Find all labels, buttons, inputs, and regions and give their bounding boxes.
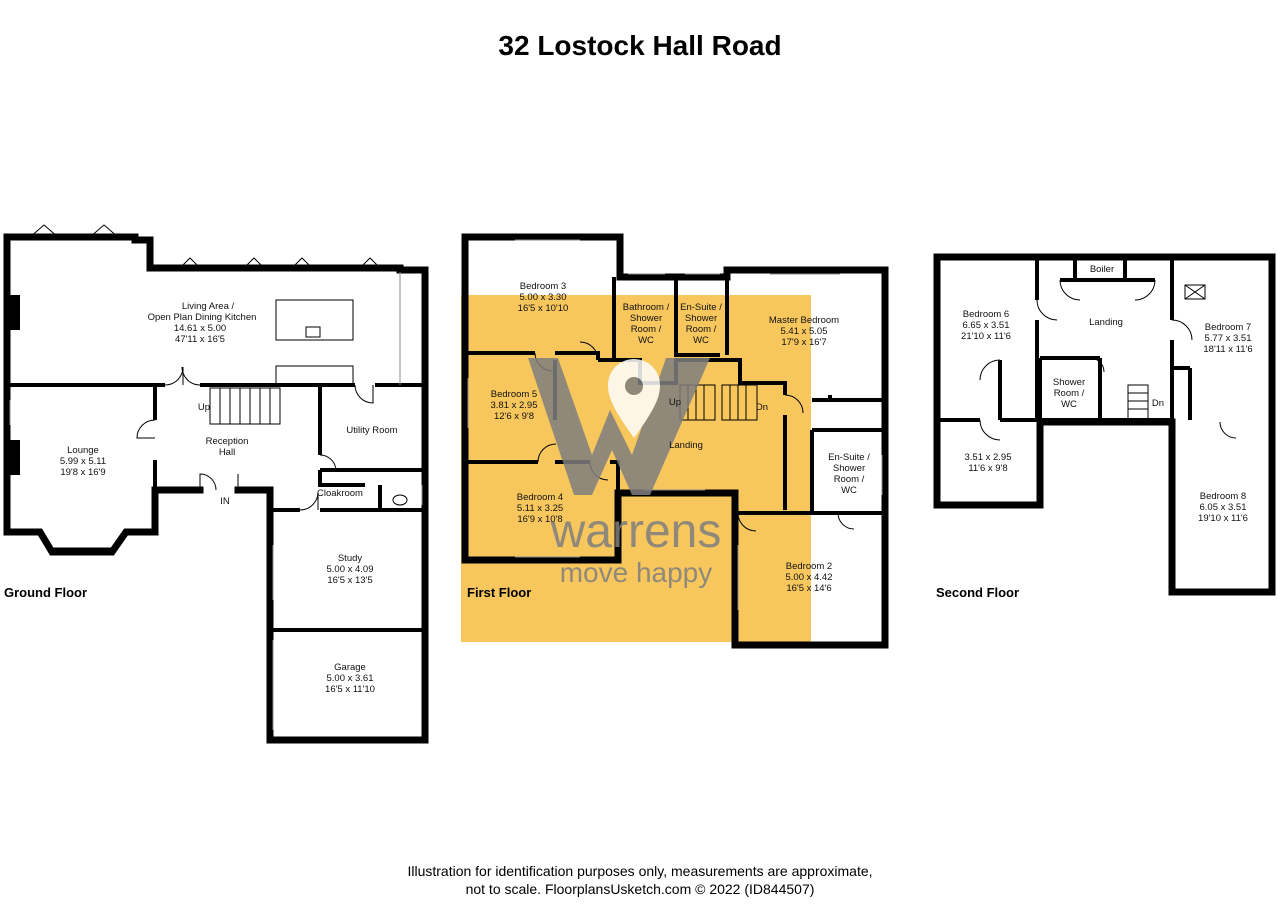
stairs-down-first: Dn — [756, 402, 768, 413]
ground-floor-plan — [3, 224, 429, 744]
room-master-name: Master Bedroom — [769, 315, 839, 326]
room-garage-name: Garage — [334, 662, 366, 673]
logo-w-shape — [528, 358, 742, 495]
room-ensuite2-l2: Shower — [833, 463, 865, 474]
stairs-up-ground: Up — [198, 402, 210, 413]
room-bed6-name: Bedroom 6 — [963, 309, 1009, 320]
room-bed5-name: Bedroom 5 — [491, 389, 537, 400]
room-bed3-name: Bedroom 3 — [520, 281, 566, 292]
room-bathroom-l2: Shower — [630, 313, 662, 324]
room-garage-metric: 5.00 x 3.61 — [326, 673, 373, 684]
room-cloakroom-name: Cloakroom — [317, 488, 363, 499]
room-living-imperial: 47'11 x 16'5 — [175, 334, 225, 345]
room-bed7-imperial: 18'11 x 11'6 — [1203, 344, 1252, 355]
room-bed2-imperial: 16'5 x 14'6 — [786, 583, 831, 594]
room-shower-l1: Shower — [1053, 377, 1085, 388]
room-bed3-imperial: 16'5 x 10'10 — [518, 303, 569, 314]
room-labels: Living Area / Open Plan Dining Kitchen 1… — [60, 264, 1253, 695]
room-bed5-imperial: 12'6 x 9'8 — [494, 411, 534, 422]
room-bed8-name: Bedroom 8 — [1200, 491, 1246, 502]
watermark-tagline: move happy — [560, 557, 713, 588]
room-bed6-metric: 6.65 x 3.51 — [962, 320, 1009, 331]
room-bathroom-l3: Room / — [631, 324, 662, 335]
room-bed4-metric: 5.11 x 3.25 — [517, 503, 563, 514]
room-bed6-imperial: 21'10 x 11'6 — [961, 331, 1011, 342]
room-ensuite2-l3: Room / — [834, 474, 865, 485]
ground-floor-label: Ground Floor — [4, 585, 88, 600]
room-living-metric: 14.61 x 5.00 — [174, 323, 226, 334]
room-landing2-name: Landing — [1089, 317, 1123, 328]
ground-stairs — [209, 387, 281, 425]
room-bed5-metric: 3.81 x 2.95 — [490, 400, 537, 411]
room-bed2-name: Bedroom 2 — [786, 561, 832, 572]
room-living-name-2: Open Plan Dining Kitchen — [148, 312, 257, 323]
room-ensuite1-l2: Shower — [685, 313, 717, 324]
room-bed8-metric: 6.05 x 3.51 — [1199, 502, 1246, 513]
room-master-metric: 5.41 x 5.05 — [780, 326, 827, 337]
room-bed4-name: Bedroom 4 — [517, 492, 563, 503]
room-lounge-name: Lounge — [67, 445, 99, 456]
room-reception-name-2: Hall — [219, 447, 235, 458]
warrens-logo: warrens move happy — [528, 358, 742, 588]
disclaimer: Illustration for identification purposes… — [0, 862, 1280, 898]
disclaimer-line-2: not to scale. FloorplansUsketch.com © 20… — [465, 881, 815, 897]
room-bed2-metric: 5.00 x 4.42 — [785, 572, 832, 583]
location-pin-icon — [608, 359, 660, 438]
room-ensuite1-l1: En-Suite / — [680, 302, 722, 313]
room-bed4-imperial: 16'9 x 10'8 — [517, 514, 562, 525]
stairs-up-first: Up — [669, 397, 681, 408]
room-bed7-metric: 5.77 x 3.51 — [1204, 333, 1251, 344]
room-shower-l3: WC — [1061, 399, 1077, 410]
room-unnamed-imperial: 11'6 x 9'8 — [968, 463, 1007, 474]
room-reception-name: Reception — [206, 436, 249, 447]
room-lounge-metric: 5.99 x 5.11 — [60, 456, 106, 467]
room-bed3-metric: 5.00 x 3.30 — [519, 292, 566, 303]
stairs-down-second: Dn — [1152, 398, 1164, 409]
room-bed7-name: Bedroom 7 — [1205, 322, 1251, 333]
room-shower-l2: Room / — [1054, 388, 1085, 399]
room-garage-imperial: 16'5 x 11'10 — [325, 684, 375, 695]
room-landing1-name: Landing — [669, 440, 703, 451]
first-floor-label: First Floor — [467, 585, 532, 600]
room-ensuite1-l4: WC — [693, 335, 709, 346]
room-lounge-imperial: 19'8 x 16'9 — [60, 467, 105, 478]
watermark-brand: warrens — [550, 505, 722, 558]
disclaimer-line-1: Illustration for identification purposes… — [407, 863, 873, 879]
second-floor-plan — [933, 253, 1276, 596]
room-bathroom-l4: WC — [638, 335, 654, 346]
room-ensuite2-l1: En-Suite / — [828, 452, 870, 463]
room-unnamed-metric: 3.51 x 2.95 — [964, 452, 1011, 463]
room-bed8-imperial: 19'10 x 11'6 — [1198, 513, 1248, 524]
room-ensuite2-l4: WC — [841, 485, 857, 496]
room-study-metric: 5.00 x 4.09 — [326, 564, 373, 575]
room-master-imperial: 17'9 x 16'7 — [781, 337, 826, 348]
room-living-name: Living Area / — [182, 301, 235, 312]
entrance-label: IN — [220, 496, 230, 507]
room-boiler-name: Boiler — [1090, 264, 1114, 275]
page-title: 32 Lostock Hall Road — [498, 30, 782, 61]
second-floor-label: Second Floor — [936, 585, 1020, 600]
room-study-imperial: 16'5 x 13'5 — [327, 575, 372, 586]
room-bathroom-l1: Bathroom / — [623, 302, 670, 313]
room-study-name: Study — [338, 553, 363, 564]
room-utility-name: Utility Room — [346, 425, 397, 436]
room-ensuite1-l3: Room / — [686, 324, 717, 335]
